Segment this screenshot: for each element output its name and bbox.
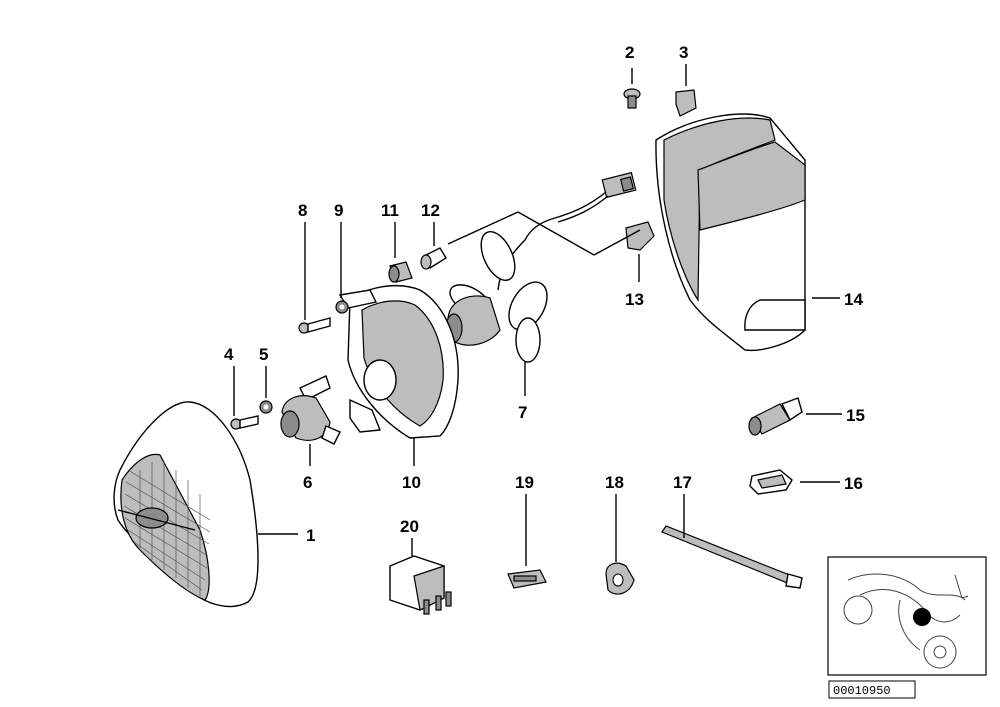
part-11-grommet — [388, 222, 413, 283]
callout-4: 4 — [224, 345, 234, 364]
callout-11: 11 — [381, 201, 399, 220]
callout-12: 12 — [421, 201, 440, 220]
callout-6: 6 — [303, 473, 312, 492]
part-4-screw — [230, 366, 259, 430]
callout-14: 14 — [844, 290, 863, 309]
reference-number: 00010950 — [833, 684, 891, 698]
callout-17: 17 — [673, 473, 692, 492]
callout-2: 2 — [625, 43, 634, 62]
grille-mesh — [123, 462, 211, 596]
part-13-bracket-clip — [625, 221, 655, 282]
part-12-bushing — [420, 222, 447, 270]
part-5-washer — [259, 366, 273, 414]
fan-cable — [447, 171, 641, 291]
callout-10: 10 — [402, 473, 421, 492]
part-10-fan-shroud — [338, 285, 459, 466]
callout-8: 8 — [298, 201, 307, 220]
part-16-plug-clip — [749, 469, 840, 495]
part-7-fan-motor — [445, 231, 548, 396]
reference-number-box: 00010950 — [828, 680, 916, 699]
part-9-washer — [335, 222, 349, 314]
callout-7: 7 — [518, 403, 527, 422]
part-18-cable-holder — [605, 494, 635, 595]
callout-13: 13 — [625, 290, 644, 309]
part-19-clamp — [507, 494, 547, 589]
callout-15: 15 — [846, 406, 865, 425]
part-1-grille-cover — [113, 401, 298, 608]
part-3-clip — [675, 64, 697, 117]
part-8-screw — [298, 222, 331, 334]
callout-19: 19 — [515, 473, 534, 492]
callout-1: 1 — [306, 526, 315, 545]
callout-9: 9 — [334, 201, 343, 220]
callout-3: 3 — [679, 43, 688, 62]
part-14-fairing-cover — [655, 113, 840, 352]
part-15-temperature-switch — [748, 397, 842, 436]
location-inset — [827, 556, 987, 676]
part-20-relay — [389, 538, 452, 615]
part-2-screw — [623, 68, 641, 109]
callout-20: 20 — [400, 517, 419, 536]
callout-18: 18 — [605, 473, 624, 492]
part-6-sensor — [280, 375, 341, 466]
callout-16: 16 — [844, 474, 863, 493]
callout-5: 5 — [259, 345, 268, 364]
location-marker — [913, 608, 931, 626]
part-17-cable-tie — [661, 494, 803, 589]
